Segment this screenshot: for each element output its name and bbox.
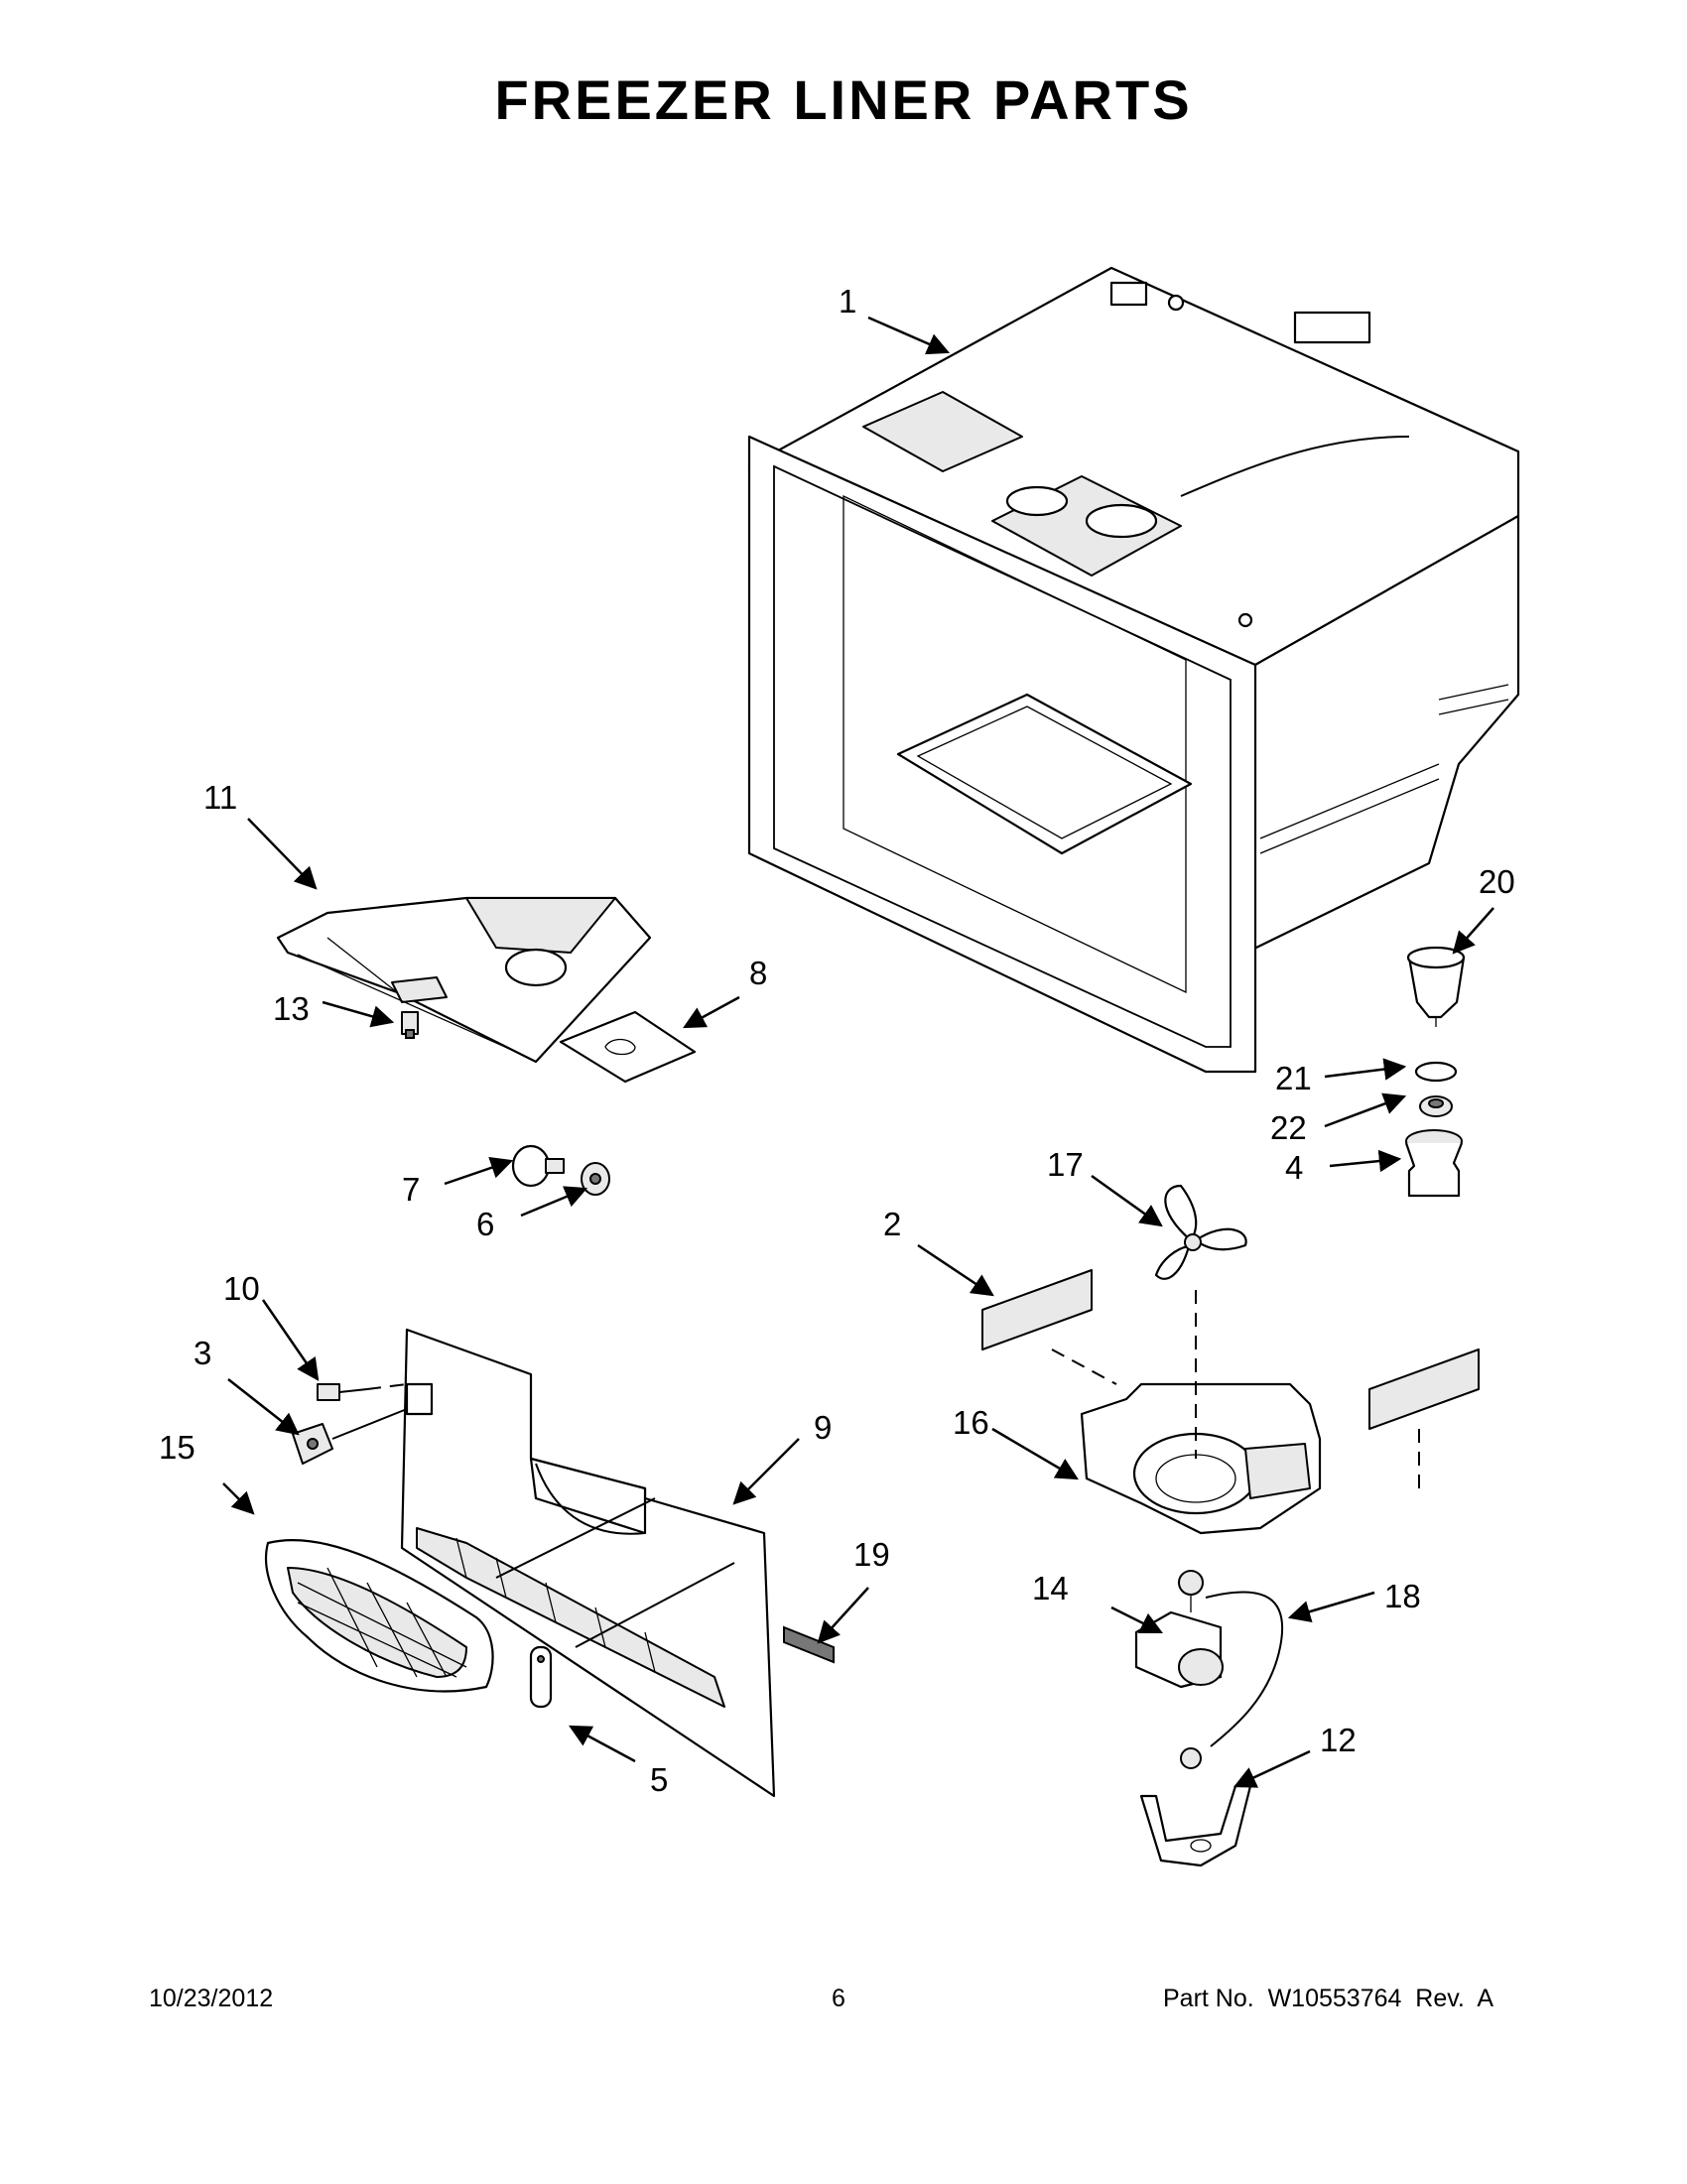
freezer-liner-part-1: [747, 266, 1520, 1074]
fan-blade-part-17: [1154, 1184, 1247, 1280]
callout-labels: 1 2 3 4 5 6 7 8 9 10 11 12 13 14 15 16 1…: [159, 283, 1515, 1798]
callout-15: 15: [159, 1429, 195, 1466]
callout-21: 21: [1275, 1060, 1312, 1096]
label-part-8: [559, 1010, 697, 1084]
grommet-part-22: [1419, 1095, 1453, 1117]
clip-part-13: [401, 1011, 419, 1039]
callout-17: 17: [1047, 1146, 1084, 1183]
callout-10: 10: [223, 1270, 260, 1307]
fan-housing-part-16: [1080, 1290, 1322, 1535]
o-ring-part-21: [1414, 1061, 1458, 1083]
callout-9: 9: [814, 1409, 832, 1446]
footer-date: 10/23/2012: [149, 1985, 274, 2012]
callout-3: 3: [194, 1335, 211, 1371]
drain-cup-part-20: [1406, 946, 1466, 1027]
callout-1: 1: [839, 283, 856, 320]
callout-16: 16: [953, 1404, 989, 1441]
callout-6: 6: [476, 1206, 494, 1242]
grille-part-15: [265, 1538, 494, 1693]
callout-22: 22: [1270, 1109, 1307, 1146]
callout-11: 11: [203, 779, 237, 816]
callout-20: 20: [1479, 863, 1515, 900]
insulation-strip-part-2: [981, 1269, 1480, 1488]
callout-2: 2: [883, 1206, 901, 1242]
footer-part-number: Part No. W10553764 Rev. A: [1163, 1985, 1494, 2012]
cover-panel-part-9: [400, 1328, 776, 1798]
drain-trough-part-4: [1404, 1129, 1464, 1198]
bracket-part-3: [292, 1408, 408, 1465]
callout-13: 13: [273, 990, 310, 1027]
light-bulb-part-7: [511, 1144, 565, 1188]
callout-19: 19: [853, 1536, 890, 1573]
foam-strip-part-19: [783, 1625, 835, 1664]
page-title: FREEZER LINER PARTS: [494, 68, 1193, 131]
callout-7: 7: [402, 1171, 420, 1208]
callout-arrows: [222, 316, 1494, 1788]
screw-part-10: [317, 1383, 408, 1401]
fan-motor-part-14: [1134, 1570, 1284, 1747]
callout-8: 8: [749, 955, 767, 991]
callout-12: 12: [1320, 1722, 1357, 1758]
air-duct-part-11: [276, 896, 652, 1064]
footer-page-number: 6: [832, 1985, 845, 2012]
callout-5: 5: [650, 1761, 668, 1798]
thermistor-part-5: [529, 1645, 553, 1709]
callout-18: 18: [1384, 1578, 1421, 1614]
motor-bracket-part-12: [1139, 1747, 1252, 1867]
callout-4: 4: [1285, 1149, 1303, 1186]
light-socket-part-6: [581, 1162, 610, 1196]
callout-14: 14: [1032, 1570, 1069, 1606]
